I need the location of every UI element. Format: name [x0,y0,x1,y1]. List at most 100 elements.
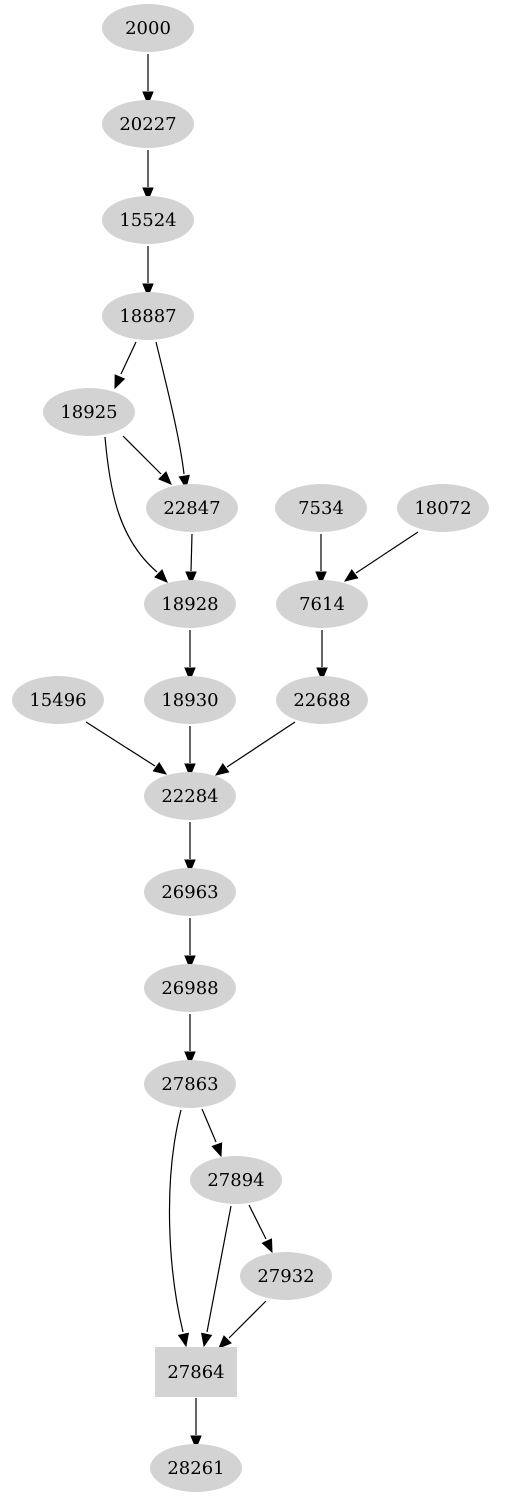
node-27863-ellipse [144,1060,236,1108]
edge-26963-to-26988 [184,918,196,970]
edge-27932-to-27864-arrowhead [218,1335,232,1349]
edge-27863-to-27894-line [201,1108,217,1143]
node-28261: 28261 [150,1444,242,1492]
edge-27864-to-28261-arrowhead [190,1435,202,1450]
node-7534-ellipse [275,484,367,532]
edge-26963-to-26988-arrowhead [184,955,196,970]
node-22847: 22847 [146,484,238,532]
node-label: 22688 [293,690,350,711]
node-18928: 18928 [144,580,236,628]
node-18925-ellipse [43,388,135,436]
edge-18925-to-18928-arrowhead [154,569,168,583]
node-label: 27932 [257,1266,314,1287]
edge-18925-to-18928 [104,436,168,583]
node-26963: 26963 [144,868,236,916]
node-label: 26988 [161,978,218,999]
edge-22688-to-22284 [214,721,296,776]
node-label: 27864 [167,1362,224,1383]
node-18930: 18930 [144,676,236,724]
node-label: 28261 [167,1458,224,1479]
edge-7534-to-7614 [315,534,327,586]
edge-27863-to-27864-line [168,1109,184,1333]
node-27864-box [155,1347,237,1397]
edge-15524-to-18887-arrowhead [142,283,154,298]
edge-18930-to-22284-arrowhead [184,763,196,778]
edge-22688-to-22284-arrowhead [214,762,230,776]
node-label: 22284 [161,786,218,807]
node-22688: 22688 [276,676,368,724]
node-26988: 26988 [144,964,236,1012]
edge-27863-to-27894-arrowhead [211,1142,223,1158]
node-27894-ellipse [190,1156,282,1204]
edge-18925-to-22847-line [122,435,162,475]
edge-18928-to-18930-arrowhead [184,667,196,682]
node-18887: 18887 [102,292,194,340]
edge-7534-to-7614-arrowhead [315,571,327,586]
node-27864: 27864 [155,1347,237,1397]
edge-27863-to-27864-arrowhead [177,1332,190,1348]
node-15524-ellipse [102,196,194,244]
node-label: 15496 [29,690,86,711]
node-27894: 27894 [190,1156,282,1204]
node-26963-ellipse [144,868,236,916]
edge-2000-to-20227 [142,54,154,106]
node-label: 7534 [298,498,344,519]
edge-18925-to-22847-arrowhead [158,471,172,485]
node-27932-ellipse [240,1252,332,1300]
node-label: 22847 [163,498,220,519]
node-18887-ellipse [102,292,194,340]
node-label: 7614 [299,594,345,615]
node-label: 15524 [119,210,176,231]
edge-18925-to-18928-line [104,436,158,573]
edges-layer [85,54,419,1450]
edge-18928-to-18930 [184,630,196,682]
edge-22847-to-18928-line [190,533,193,572]
edge-27932-to-27864-line [228,1300,267,1339]
edge-18887-to-18925-line [120,341,137,375]
node-22847-ellipse [146,484,238,532]
edge-26988-to-27863-arrowhead [184,1051,196,1066]
edge-22688-to-22284-line [226,721,296,768]
edge-18887-to-18925 [114,341,137,390]
edge-18925-to-22847 [122,435,172,485]
edge-18930-to-22284 [184,726,196,778]
edge-22847-to-18928-arrowhead [185,571,197,586]
edge-18887-to-22847-line [155,341,185,475]
node-27863: 27863 [144,1060,236,1108]
node-label: 18887 [119,306,176,327]
edge-15496-to-22284-arrowhead [152,761,168,775]
edge-27864-to-28261 [190,1398,202,1450]
edge-27894-to-27932 [248,1204,273,1254]
edge-15496-to-22284-line [85,721,156,767]
node-label: 2000 [125,18,171,39]
node-26988-ellipse [144,964,236,1012]
node-18930-ellipse [144,676,236,724]
node-label: 20227 [119,114,176,135]
edge-7614-to-22688 [316,630,328,682]
edge-22284-to-26963 [184,822,196,874]
node-22688-ellipse [276,676,368,724]
edge-27863-to-27894 [201,1108,223,1158]
edge-27894-to-27864 [200,1205,232,1348]
node-2000-ellipse [102,4,194,52]
edge-18072-to-7614-arrowhead [343,568,359,582]
edge-27863-to-27864 [168,1109,190,1348]
node-20227: 20227 [102,100,194,148]
node-label: 18925 [60,402,117,423]
node-label: 18928 [161,594,218,615]
edge-15524-to-18887 [142,246,154,298]
edge-15496-to-22284 [85,721,168,775]
edge-27894-to-27932-arrowhead [261,1238,273,1254]
edge-2000-to-20227-arrowhead [142,91,154,106]
node-18928-ellipse [144,580,236,628]
edge-22847-to-18928 [185,533,197,586]
edge-18072-to-7614 [343,531,419,582]
edge-7614-to-22688-arrowhead [316,667,328,682]
edge-22284-to-26963-arrowhead [184,859,196,874]
edge-20227-to-15524-arrowhead [142,187,154,202]
node-22284-ellipse [144,772,236,820]
node-18925: 18925 [43,388,135,436]
node-18072-ellipse [397,484,489,532]
